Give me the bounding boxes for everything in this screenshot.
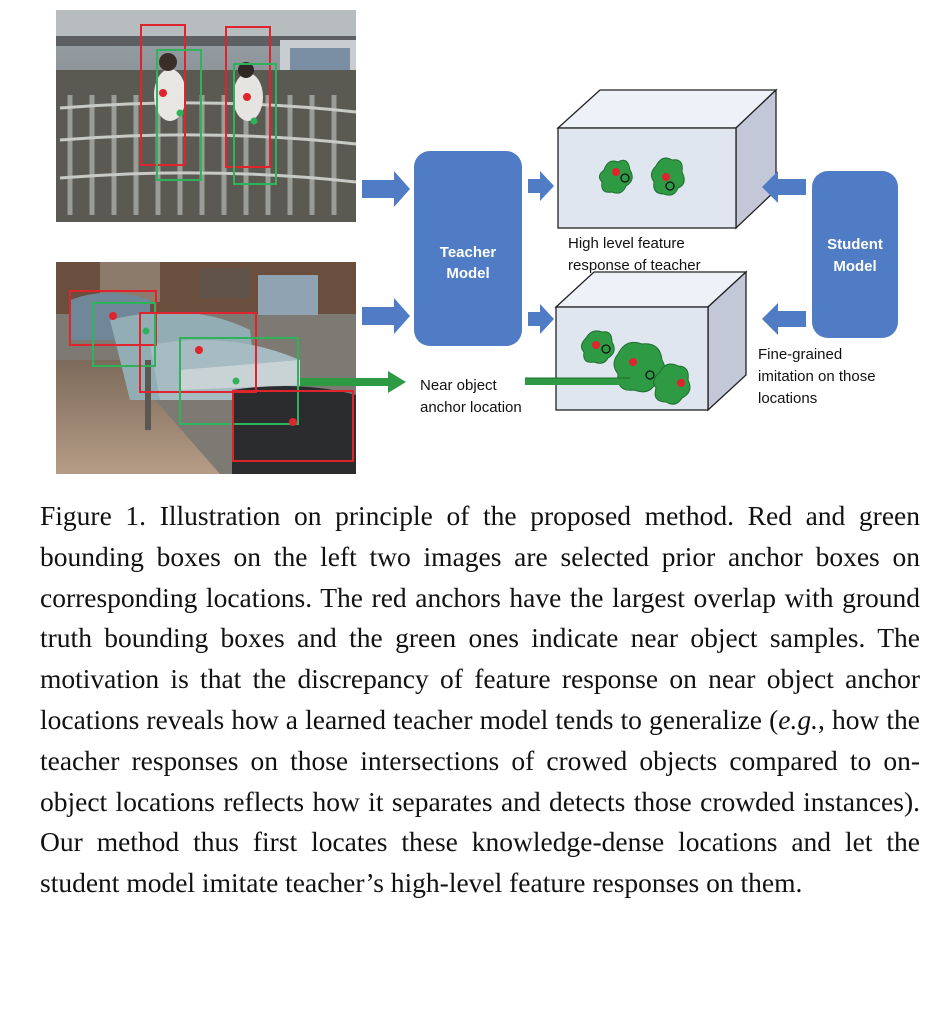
- student-model-line2: Model: [833, 258, 876, 275]
- caption-text-a: Illustration on principle of the propose…: [40, 500, 920, 735]
- green-anchor-box: [233, 63, 277, 185]
- near-object-arrow-inner: [525, 371, 642, 391]
- caption-eg: e.g.: [778, 703, 818, 735]
- near-object-label-line2: anchor location: [420, 399, 522, 416]
- caption-text-b: , how the teacher responses on those int…: [40, 703, 920, 899]
- imitation-label-line1: Fine-grained: [758, 346, 842, 363]
- input-arrows: [362, 171, 410, 334]
- green-anchor-box: [92, 302, 156, 367]
- teacher-output-arrows: [528, 171, 554, 334]
- green-anchor-box: [156, 49, 202, 181]
- red-anchor-box: [225, 26, 271, 168]
- teacher-model-line2: Model: [446, 265, 489, 282]
- near-object-label-line1: Near object: [420, 377, 498, 394]
- imitation-label-line3: locations: [758, 390, 817, 407]
- teacher-model-block: Teacher Model: [414, 151, 522, 346]
- feature-label-line1: High level feature: [568, 235, 685, 252]
- teacher-model-line1: Teacher: [440, 244, 497, 261]
- red-anchor-box: [232, 390, 354, 462]
- caption-label: Figure 1.: [40, 500, 147, 531]
- student-model-line1: Student: [827, 236, 883, 253]
- cars-photo: [56, 262, 356, 474]
- red-anchor-box: [139, 312, 257, 393]
- method-figure: Teacher Model High level feature respons…: [56, 10, 898, 474]
- red-anchor-box: [140, 24, 186, 166]
- near-object-arrow: [300, 371, 406, 393]
- green-anchor-box: [179, 337, 299, 425]
- imitation-label-line2: imitation on those: [758, 368, 876, 385]
- feature-blobs-bottom: [580, 330, 691, 405]
- figure-caption: Figure 1. Illustration on principle of t…: [40, 496, 920, 904]
- feature-label-line2: response of teacher: [568, 257, 701, 274]
- feature-cube-top: [556, 88, 778, 230]
- feature-blobs-top: [598, 157, 685, 196]
- crowd-photo: [56, 10, 357, 222]
- student-model-block: Student Model: [812, 171, 898, 338]
- student-arrows: [762, 171, 806, 335]
